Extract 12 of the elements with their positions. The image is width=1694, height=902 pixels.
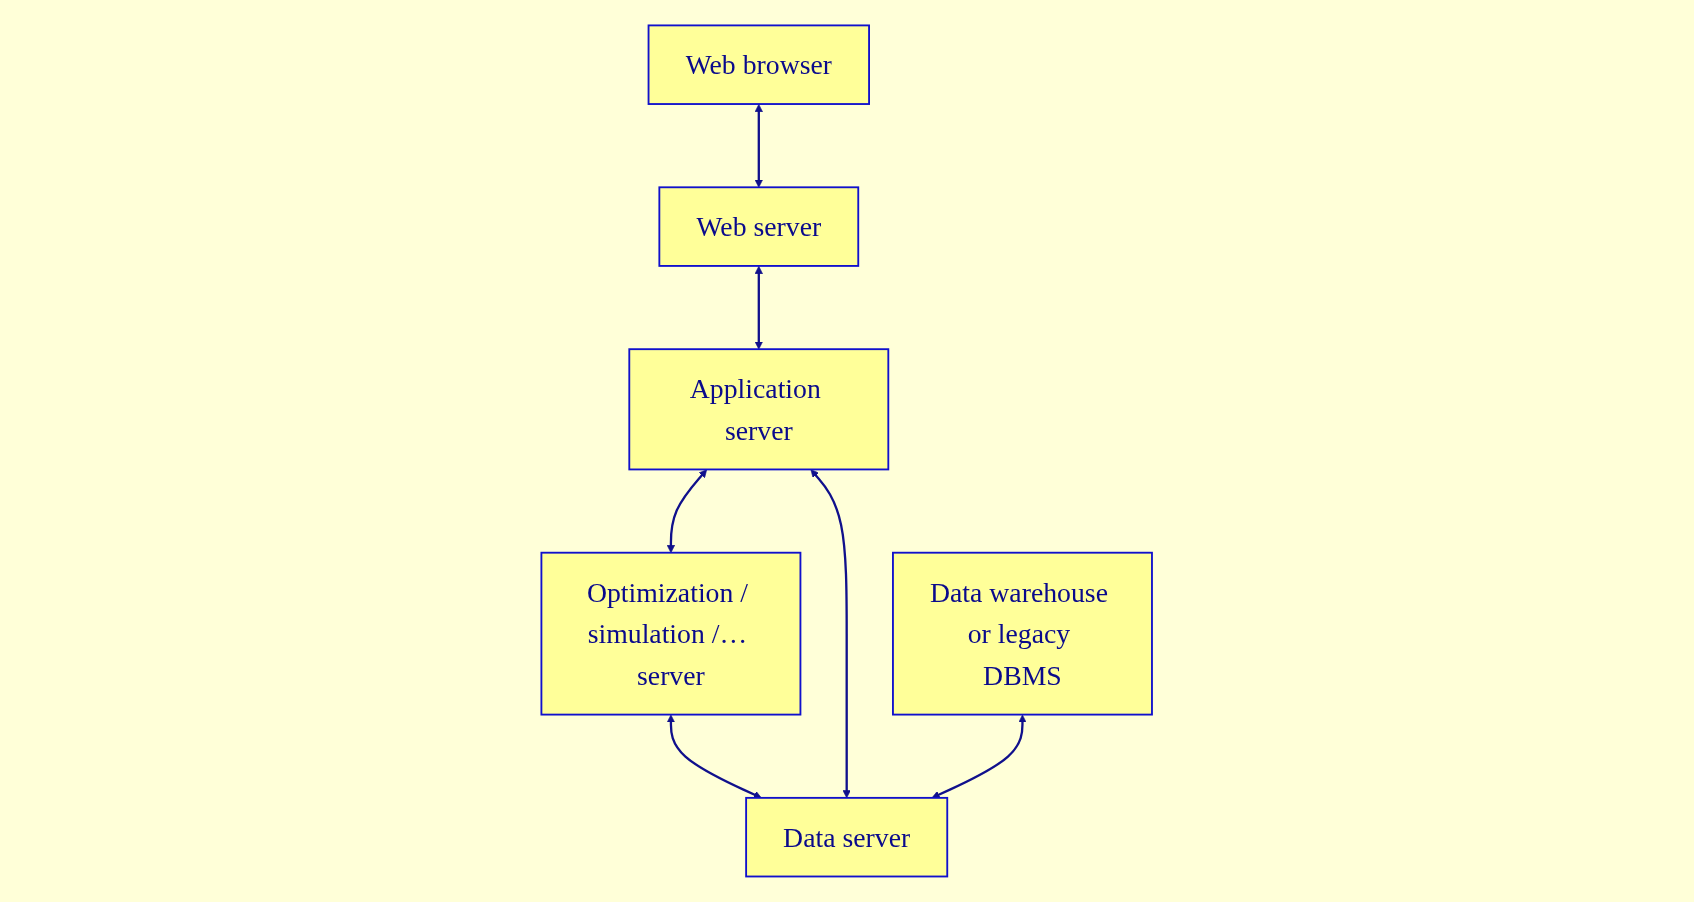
node-box: Web server bbox=[658, 186, 860, 267]
arrow bbox=[932, 714, 1027, 799]
node-box: Data server bbox=[745, 796, 949, 878]
node-box: Application server bbox=[628, 348, 890, 471]
node-box: Web browser bbox=[647, 24, 871, 105]
arrow bbox=[810, 469, 852, 799]
arrow bbox=[667, 714, 762, 799]
node-box: Optimization / simulation /… server bbox=[540, 551, 802, 716]
arrow bbox=[755, 104, 764, 188]
arrow bbox=[667, 469, 708, 554]
arrow bbox=[755, 265, 764, 350]
node-box: Data warehouse or legacy DBMS bbox=[892, 551, 1154, 716]
